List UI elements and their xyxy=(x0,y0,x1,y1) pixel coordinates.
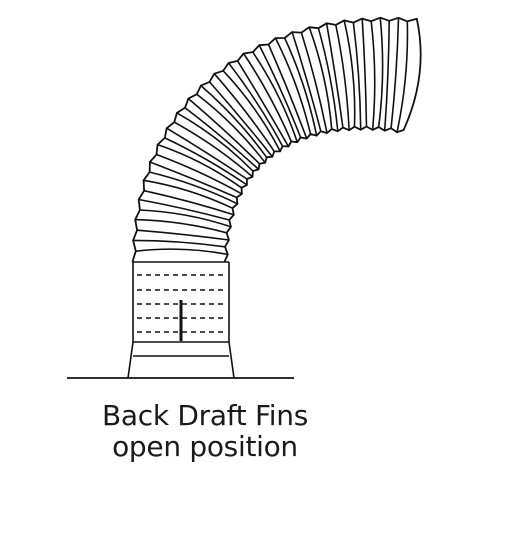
duct-rib xyxy=(196,93,266,164)
flexible-duct-outline xyxy=(131,16,422,263)
duct-rib xyxy=(149,161,238,199)
duct-rib xyxy=(252,51,299,143)
duct-rib xyxy=(165,127,248,180)
duct-rib xyxy=(155,153,243,195)
duct-rib xyxy=(222,70,281,153)
duct-rib xyxy=(187,97,261,165)
duct-rib xyxy=(300,31,328,134)
duct-rib xyxy=(390,17,400,129)
duct-rib xyxy=(308,26,333,130)
duct-rib xyxy=(377,16,384,128)
duct-rib xyxy=(139,209,232,228)
duct-rib xyxy=(258,44,302,139)
duct-rib xyxy=(156,143,243,189)
duct-rib xyxy=(370,20,376,131)
duct-rib xyxy=(176,112,254,172)
duct-rib xyxy=(274,37,312,135)
duct-rib xyxy=(173,121,254,178)
back-draft-fins xyxy=(137,274,225,333)
duct-rib xyxy=(267,43,308,140)
duct-rib xyxy=(325,22,344,129)
duct-rib xyxy=(200,84,268,159)
duct-rib xyxy=(137,198,230,221)
duct-rib xyxy=(135,248,229,256)
duct-rib xyxy=(132,239,226,248)
duct-rib xyxy=(383,20,390,132)
duct-rib xyxy=(134,218,228,234)
duct-rib xyxy=(396,20,409,133)
duct-rib xyxy=(142,179,234,209)
duct-rib xyxy=(291,31,322,132)
caption-line-1: Back Draft Fins xyxy=(101,399,309,432)
duct-rib xyxy=(227,62,284,147)
duct-rib xyxy=(148,171,239,205)
duct-rib xyxy=(242,52,293,143)
duct-rib xyxy=(164,137,248,186)
flange-left-edge xyxy=(127,341,134,379)
duct-rib xyxy=(136,229,230,241)
flange-right-edge xyxy=(228,341,235,379)
duct-rib xyxy=(335,24,350,131)
caption-line-2: open position xyxy=(112,430,298,463)
duct-rib xyxy=(361,17,368,128)
duct-rib xyxy=(184,106,260,171)
duct-rib xyxy=(213,72,276,153)
duct-rib xyxy=(143,189,235,216)
collar-section xyxy=(127,261,235,379)
duct-rib xyxy=(343,19,356,128)
duct-rib xyxy=(283,37,318,137)
duct-rib xyxy=(352,21,362,131)
flexible-duct-ribs xyxy=(132,16,409,256)
duct-rib xyxy=(208,81,274,158)
duct-rib xyxy=(317,27,339,133)
duct-rib xyxy=(236,60,290,148)
